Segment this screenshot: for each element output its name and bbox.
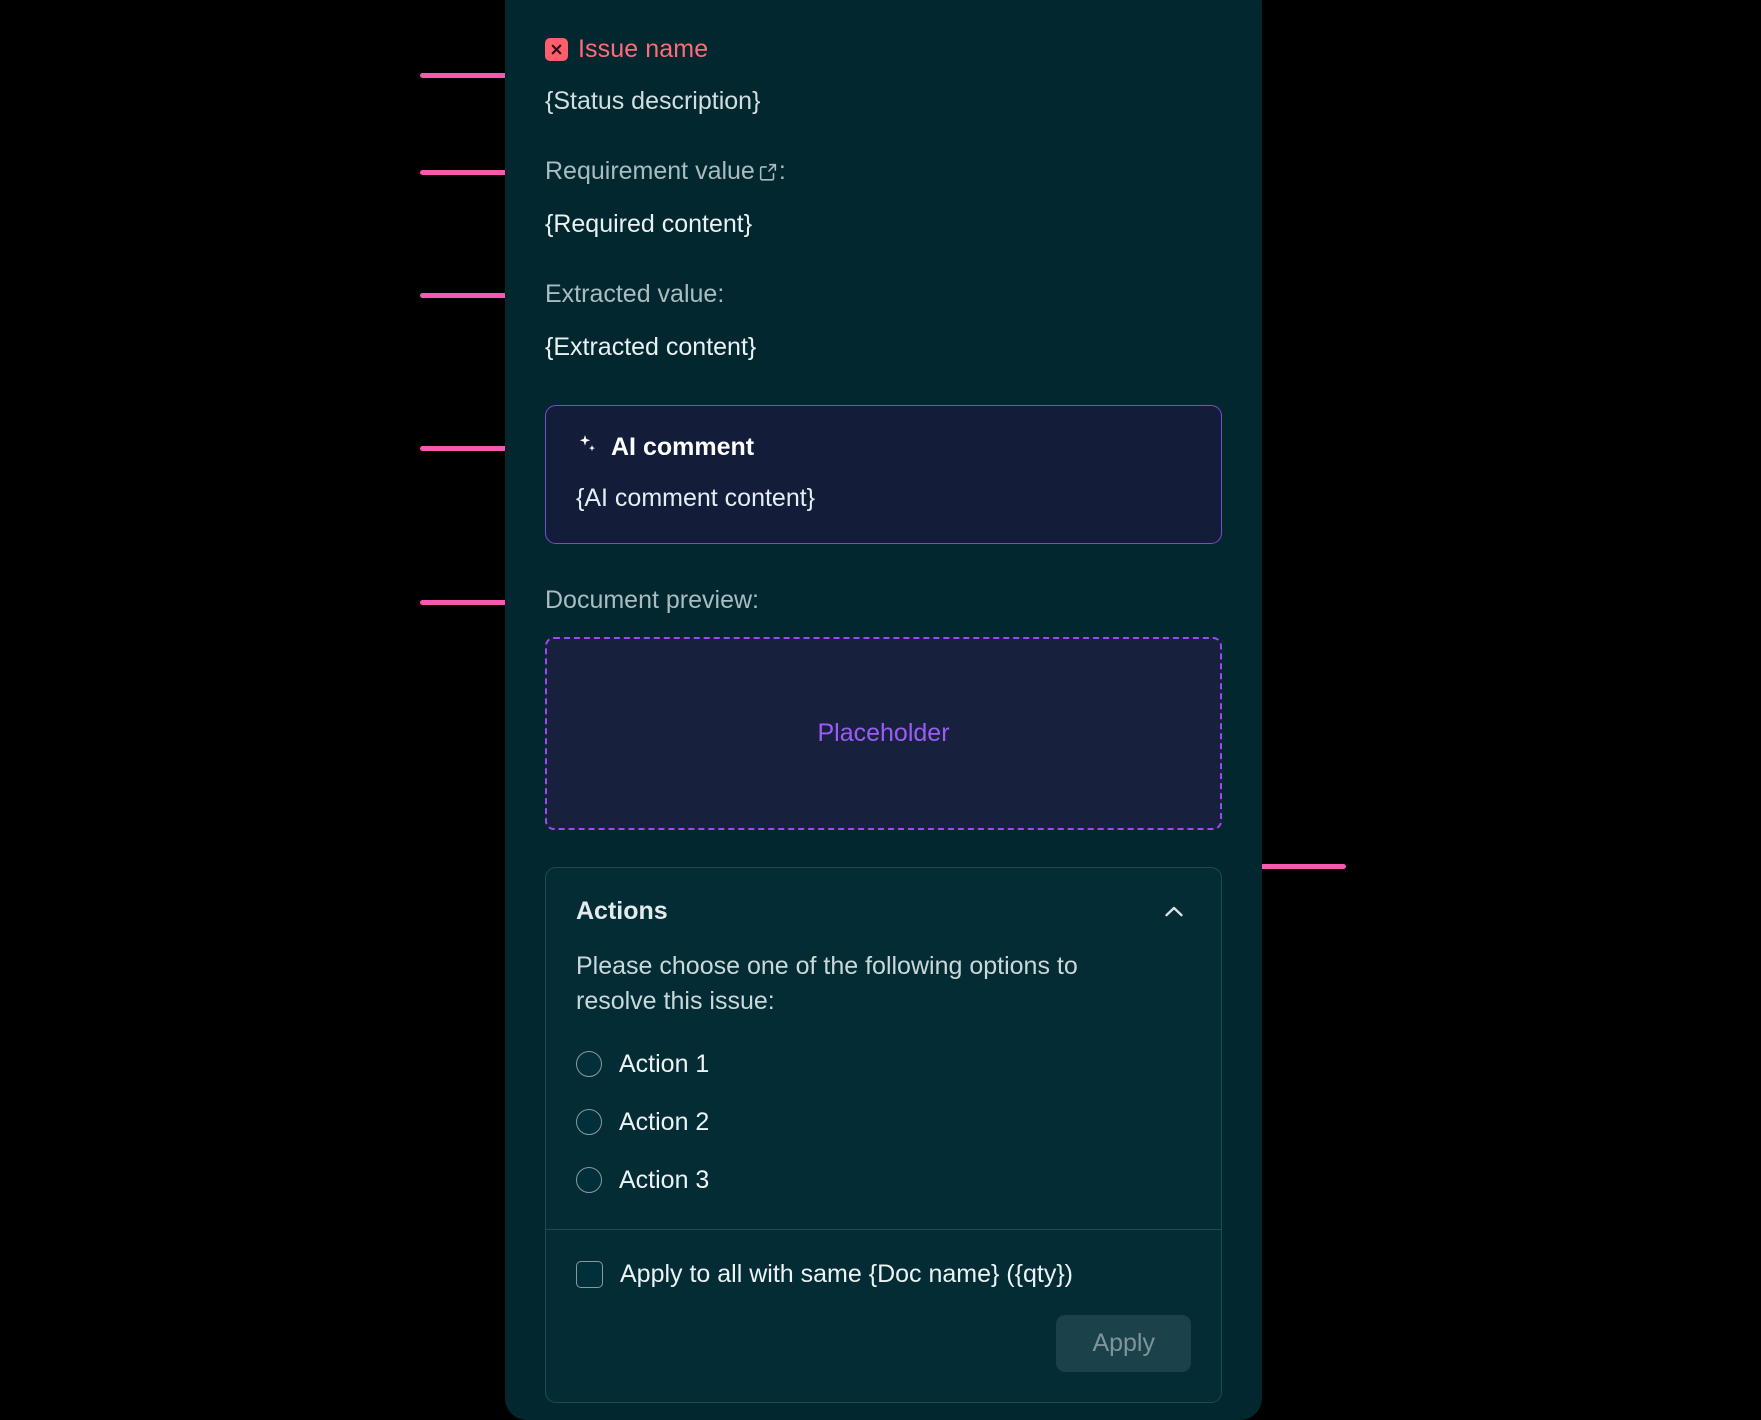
radio-option-action-1[interactable]: Action 1 xyxy=(576,1050,1191,1079)
radio-option-action-2[interactable]: Action 2 xyxy=(576,1108,1191,1137)
radio-option-action-3[interactable]: Action 3 xyxy=(576,1166,1191,1195)
callout-line-extracted-value xyxy=(420,293,530,298)
issue-title: Issue name xyxy=(578,35,709,63)
actions-divider xyxy=(546,1228,1221,1230)
document-preview-placeholder-text: Placeholder xyxy=(817,718,950,747)
actions-radio-group: Action 1 Action 2 Action 3 xyxy=(546,1020,1221,1229)
issue-card: Issue name {Status description} Requirem… xyxy=(505,0,1262,1420)
apply-section: Apply to all with same {Doc name} ({qty}… xyxy=(546,1230,1221,1402)
actions-description: Please choose one of the following optio… xyxy=(576,951,1078,1016)
radio-icon xyxy=(576,1051,602,1077)
issue-header: Issue name xyxy=(545,35,1222,64)
apply-button[interactable]: Apply xyxy=(1056,1314,1191,1372)
checkbox-icon xyxy=(576,1260,603,1288)
ai-comment-title: AI comment xyxy=(611,432,755,461)
radio-option-label: Action 2 xyxy=(619,1107,710,1136)
radio-icon xyxy=(576,1109,602,1135)
error-x-icon xyxy=(545,38,568,62)
actions-title: Actions xyxy=(576,897,668,925)
callout-line-ai-comment xyxy=(420,446,530,451)
requirement-value-label-colon: : xyxy=(778,156,786,185)
radio-option-label: Action 1 xyxy=(619,1049,710,1078)
ai-comment-box: AI comment {AI comment content} xyxy=(545,404,1222,544)
requirement-value-label-text: Requirement value xyxy=(545,156,755,185)
apply-to-all-label: Apply to all with same {Doc name} ({qty}… xyxy=(620,1259,1074,1288)
callout-line-issue-name xyxy=(420,73,530,78)
sparkle-icon xyxy=(576,432,600,463)
actions-header[interactable]: Actions xyxy=(546,868,1221,929)
apply-button-row: Apply xyxy=(576,1314,1191,1372)
callout-line-requirement-value xyxy=(420,170,530,175)
extracted-value-label: Extracted value: xyxy=(545,279,725,308)
extracted-value-content: {Extracted content} xyxy=(545,332,757,361)
chevron-up-icon[interactable] xyxy=(1157,895,1191,929)
requirement-value-content: {Required content} xyxy=(545,209,753,238)
actions-panel: Actions Please choose one of the followi… xyxy=(545,866,1222,1403)
apply-to-all-checkbox-row[interactable]: Apply to all with same {Doc name} ({qty}… xyxy=(576,1260,1191,1289)
radio-icon xyxy=(576,1167,602,1193)
status-description: {Status description} xyxy=(545,86,761,115)
ai-comment-content: {AI comment content} xyxy=(576,483,816,512)
callout-line-document-preview xyxy=(420,600,530,605)
callout-line-actions xyxy=(1248,864,1346,869)
document-preview-label: Document preview: xyxy=(545,585,759,614)
external-link-icon[interactable] xyxy=(757,161,779,183)
ai-comment-header: AI comment xyxy=(576,432,1191,463)
document-preview-placeholder[interactable]: Placeholder xyxy=(545,636,1222,830)
requirement-value-label: Requirement value : xyxy=(545,156,1222,186)
radio-option-label: Action 3 xyxy=(619,1165,710,1194)
